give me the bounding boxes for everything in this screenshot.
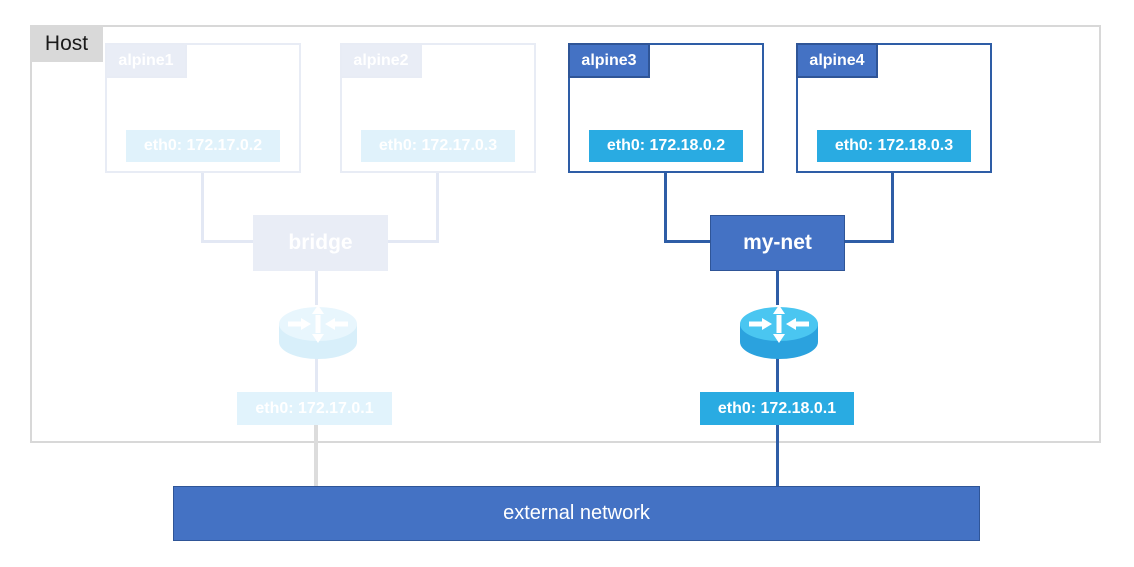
connector-line (843, 240, 894, 243)
gateway-address-chip: eth0: 172.17.0.1 (237, 392, 392, 425)
connector-line (436, 172, 439, 243)
container-alpine4: alpine4 eth0: 172.18.0.3 (796, 43, 992, 173)
network-my-net-box: my-net (710, 215, 845, 271)
eth-address-chip: eth0: 172.18.0.3 (817, 130, 971, 162)
container-name-tab: alpine3 (568, 43, 650, 78)
network-bridge-box: bridge (253, 215, 388, 271)
connector-line (201, 172, 204, 243)
eth-address-chip: eth0: 172.17.0.2 (126, 130, 280, 162)
connector-line (776, 358, 779, 394)
eth-address-chip: eth0: 172.18.0.2 (589, 130, 743, 162)
eth-address-chip: eth0: 172.17.0.3 (361, 130, 515, 162)
connector-line (776, 271, 779, 305)
container-alpine1: alpine1 eth0: 172.17.0.2 (105, 43, 301, 173)
container-alpine2: alpine2 eth0: 172.17.0.3 (340, 43, 536, 173)
connector-line (891, 172, 894, 243)
connector-line (315, 358, 318, 394)
external-network-bar: external network (173, 486, 980, 541)
gateway-address-chip: eth0: 172.18.0.1 (700, 392, 854, 425)
connector-line (315, 271, 318, 305)
container-name-tab: alpine1 (105, 43, 187, 78)
container-name-tab: alpine4 (796, 43, 878, 78)
container-alpine3: alpine3 eth0: 172.18.0.2 (568, 43, 764, 173)
connector-line (776, 425, 779, 487)
container-name-tab: alpine2 (340, 43, 422, 78)
connector-line (386, 240, 439, 243)
router-icon (738, 302, 820, 362)
host-label: Host (30, 25, 103, 62)
connector-line (314, 425, 318, 487)
router-icon (277, 302, 359, 362)
connector-line (664, 240, 712, 243)
connector-line (201, 240, 257, 243)
host-boundary-box (30, 25, 1101, 443)
connector-line (664, 172, 667, 243)
